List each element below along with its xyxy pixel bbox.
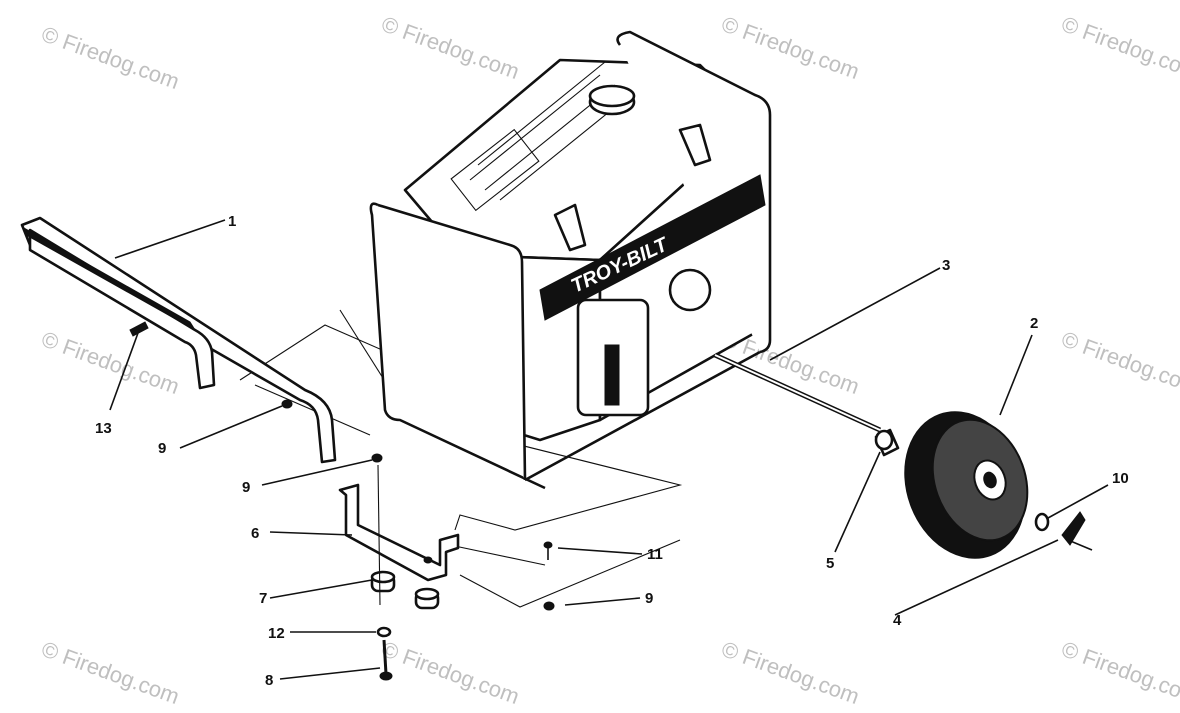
callout-6: 6 bbox=[251, 525, 259, 542]
clip-icon bbox=[1061, 511, 1093, 551]
callout-1: 1 bbox=[228, 213, 236, 230]
callout-7: 7 bbox=[259, 590, 267, 607]
watermark: © Firedog.com bbox=[718, 11, 862, 84]
nut-icon bbox=[543, 601, 555, 611]
handle-icon bbox=[20, 216, 337, 464]
wheel-icon bbox=[904, 411, 1029, 559]
callout-4: 4 bbox=[893, 612, 902, 629]
callout-13: 13 bbox=[95, 420, 112, 437]
bolt-icon bbox=[379, 671, 393, 681]
spacer-icon bbox=[874, 428, 900, 457]
watermark: © Firedog.com bbox=[38, 21, 182, 94]
axle-icon bbox=[713, 352, 882, 433]
watermark: © Firedog.com bbox=[1058, 326, 1180, 399]
leader-lines bbox=[109, 219, 1109, 680]
screw-icon bbox=[129, 321, 149, 337]
callout-8: 8 bbox=[265, 672, 273, 689]
callout-2: 2 bbox=[1030, 315, 1038, 332]
assembly-guide-lines bbox=[239, 309, 683, 608]
watermark: © Firedog.com bbox=[718, 636, 862, 708]
callout-9: 9 bbox=[158, 440, 166, 457]
callout-10: 10 bbox=[1112, 470, 1129, 487]
watermark: © Firedog.com bbox=[378, 636, 522, 708]
watermark: © Firedog.com bbox=[38, 636, 182, 708]
rubber-mount-icon bbox=[370, 570, 440, 610]
watermark: © Firedog.com bbox=[38, 326, 182, 399]
watermark: © Firedog.com bbox=[378, 11, 522, 84]
callout-9: 9 bbox=[645, 590, 653, 607]
callout-9: 9 bbox=[242, 479, 250, 496]
callout-12: 12 bbox=[268, 625, 285, 642]
callout-11: 11 bbox=[647, 546, 663, 563]
watermark: © Firedog.com bbox=[1058, 636, 1180, 708]
generator-assembly-icon: TROY-BILT bbox=[369, 30, 772, 490]
callout-3: 3 bbox=[942, 257, 950, 274]
callout-labels: 1 2 3 4 5 6 7 8 9 9 9 10 11 12 13 bbox=[95, 213, 1129, 689]
callout-5: 5 bbox=[826, 555, 834, 572]
nut-icon bbox=[281, 399, 293, 409]
fasteners bbox=[129, 321, 555, 681]
washer-icon bbox=[1034, 512, 1050, 532]
watermark: © Firedog.com bbox=[1058, 11, 1180, 84]
washer-icon bbox=[376, 626, 392, 638]
nut-icon bbox=[371, 453, 383, 463]
mounting-bracket-icon bbox=[338, 483, 460, 582]
